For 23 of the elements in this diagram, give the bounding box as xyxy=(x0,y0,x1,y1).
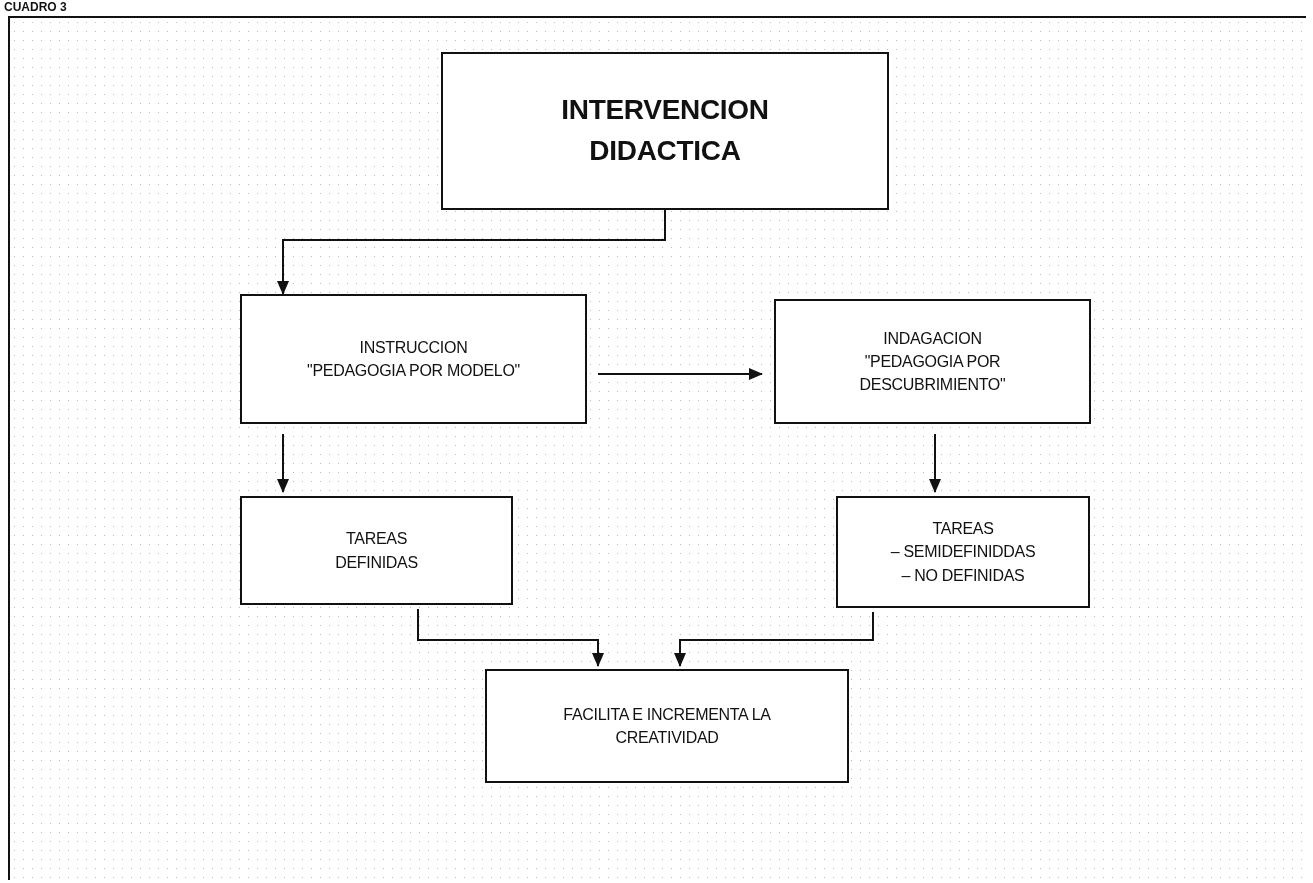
process-box xyxy=(240,496,513,605)
process-box xyxy=(774,299,1091,424)
box-text: – SEMIDEFINIDDAS xyxy=(890,542,1036,563)
arrow xyxy=(674,611,874,667)
process-box xyxy=(836,496,1090,608)
box-text: FACILITA E INCREMENTA LA CREATIVIDAD xyxy=(562,704,772,748)
figure-title: CUADRO 3 xyxy=(4,0,67,14)
process-box xyxy=(441,52,889,210)
box-text: "PEDAGOGIA POR DESCUBRIMIENTO" xyxy=(858,351,1007,396)
process-box xyxy=(485,669,849,783)
box-text: TAREAS DEFINIDAS xyxy=(334,529,419,573)
arrow xyxy=(929,433,941,493)
box-text: INTERVENCION DIDACTICA xyxy=(560,93,770,168)
box-text: "PEDAGOGIA POR MODELO" xyxy=(307,361,520,381)
arrow xyxy=(417,608,604,667)
box-text: TAREAS xyxy=(932,519,994,540)
box-text: INSTRUCCION xyxy=(359,337,468,358)
box-text: INDAGACION xyxy=(883,328,982,349)
arrow xyxy=(277,209,666,295)
box-text: – NO DEFINIDAS xyxy=(901,565,1025,586)
arrow xyxy=(277,433,289,493)
arrow xyxy=(597,368,763,380)
process-box xyxy=(240,294,587,424)
